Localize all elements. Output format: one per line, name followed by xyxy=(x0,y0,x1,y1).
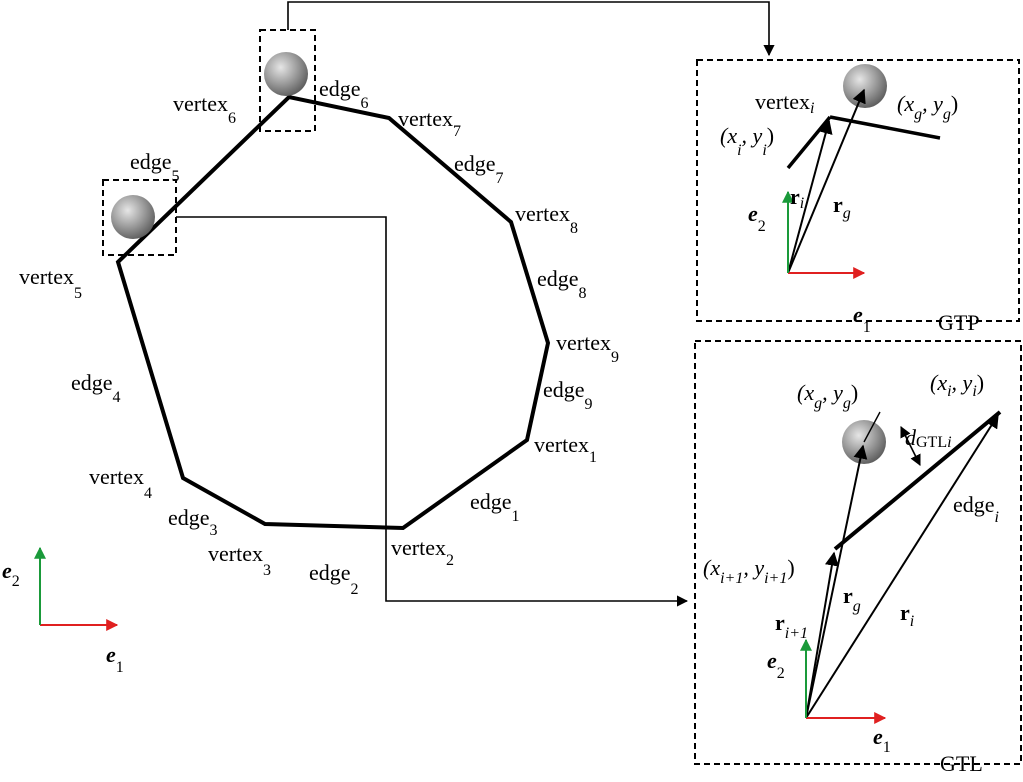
edge-label-9: edge9 xyxy=(543,377,593,413)
robot-polygon xyxy=(115,94,551,531)
ball-edge5 xyxy=(111,195,155,239)
edge-label-7: edge7 xyxy=(454,151,504,187)
gtp-edge-right xyxy=(829,115,941,140)
edge-label-4: edge4 xyxy=(71,370,121,406)
gtl-xi1-yi1-label: (xi+1, yi+1) xyxy=(703,555,795,587)
gtl-r-g-label: rg xyxy=(843,583,861,615)
gtp-xg-yg-label: (xg, yg) xyxy=(897,91,958,123)
gtl-inset-box xyxy=(694,340,1022,765)
gtl-distance-arrow xyxy=(900,425,921,467)
edge-label-1: edge1 xyxy=(470,489,520,525)
gtp-e1-label: e1 xyxy=(853,302,871,336)
gtp-vertex-label: vertexi xyxy=(755,89,814,117)
gtp-r-g-label: rg xyxy=(833,192,851,222)
gtl-edge-i-label: edgei xyxy=(953,492,999,526)
edge-label-5: edge5 xyxy=(130,149,180,185)
edge-label-3: edge3 xyxy=(168,505,218,539)
gtp-e2-label: e2 xyxy=(748,201,766,235)
connector-to-gtl xyxy=(176,216,689,607)
main-e1-label: e1 xyxy=(106,642,124,676)
edge-label-2: edge2 xyxy=(309,560,359,598)
gtl-title: GTL xyxy=(940,751,983,776)
gtl-r-i1-label: ri+1 xyxy=(775,610,808,642)
gtp-ball xyxy=(843,64,887,108)
gtp-title: GTP xyxy=(938,310,980,335)
gtl-xi-yi-label: (xi, yi) xyxy=(930,370,984,400)
edge-label-6: edge6 xyxy=(319,76,369,112)
gtl-r-i1-vector xyxy=(805,551,839,719)
gtl-r-i-label: ri xyxy=(900,600,914,630)
gtp-r-i-label: ri xyxy=(790,184,804,212)
vertex-label-6: vertex6 xyxy=(173,91,236,127)
vertex-label-8: vertex8 xyxy=(515,201,578,237)
gtl-e1-label: e1 xyxy=(873,724,891,756)
main-e2-label: e2 xyxy=(2,558,20,590)
gtp-r-g-vector xyxy=(787,88,866,274)
gtp-xi-yi-label: (xi, yi) xyxy=(720,123,774,159)
ball-vertex6 xyxy=(264,52,308,96)
vertex-label-9: vertex9 xyxy=(556,330,619,366)
gtp-inset-box xyxy=(696,59,1020,322)
vertex-label-4: vertex4 xyxy=(89,464,152,502)
edge-label-8: edge8 xyxy=(537,266,587,302)
gtl-distance-label: dGTLi xyxy=(905,425,952,451)
vertex-label-2: vertex2 xyxy=(391,535,454,569)
vertex-label-3: vertex3 xyxy=(208,541,271,579)
gtl-perpendicular xyxy=(863,411,881,443)
gtl-r-g-vector xyxy=(805,444,868,719)
vertex6-selection-box xyxy=(259,29,316,132)
gtl-edge-i xyxy=(833,410,1002,551)
vertex-label-7: vertex7 xyxy=(398,106,461,140)
gtl-xg-yg-label: (xg, yg) xyxy=(797,380,858,412)
gtl-e2-label: e2 xyxy=(767,648,785,682)
gtp-r-i-vector xyxy=(787,119,833,274)
vertex-label-1: vertex1 xyxy=(534,432,597,466)
vertex-label-5: vertex5 xyxy=(19,264,82,302)
gtl-r-i-vector xyxy=(805,413,999,719)
connector-to-gtp xyxy=(287,1,775,57)
